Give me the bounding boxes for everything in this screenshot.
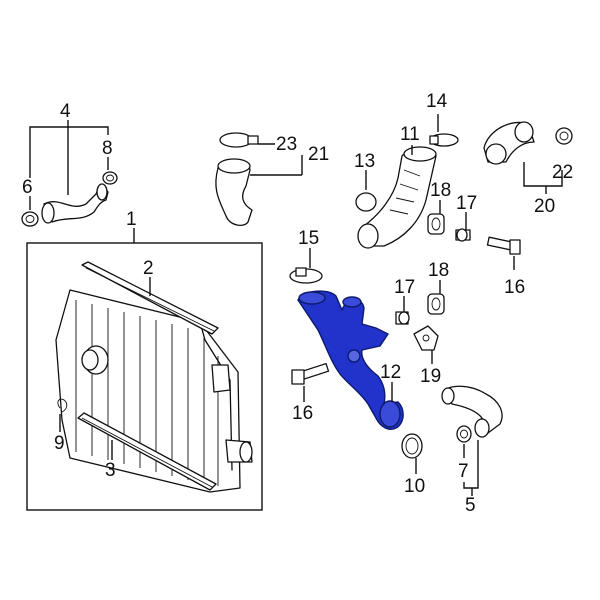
clamp-14 [429, 133, 459, 147]
intercooler-group-frame [26, 242, 263, 511]
callout-9: 9 [54, 433, 65, 454]
callout-12: 12 [380, 362, 401, 383]
callout-18a: 18 [430, 180, 451, 201]
callout-17b: 17 [394, 277, 415, 298]
callout-21: 21 [308, 144, 329, 165]
callout-4: 4 [60, 101, 71, 122]
callout-3: 3 [105, 460, 116, 481]
o-ring-small [102, 171, 118, 185]
o-ring-13 [355, 192, 377, 212]
callout-20: 20 [534, 196, 555, 217]
callout-15: 15 [298, 228, 319, 249]
bolt-16-right [486, 236, 521, 255]
callout-19: 19 [420, 366, 441, 387]
callout-17a: 17 [456, 193, 477, 214]
callout-16b: 16 [504, 277, 525, 298]
callout-10: 10 [404, 476, 425, 497]
callout-18b: 18 [428, 260, 449, 281]
callout-2: 2 [143, 258, 154, 279]
bracket-19 [413, 325, 439, 351]
callout-16a: 16 [292, 403, 313, 424]
callout-6: 6 [22, 177, 33, 198]
charge-air-hose-upper [215, 158, 253, 227]
callout-7: 7 [458, 461, 469, 482]
o-ring-22 [555, 127, 573, 145]
bushing-18-upper [427, 213, 445, 235]
callout-8: 8 [102, 138, 113, 159]
bushing-18-lower [427, 293, 445, 315]
clamp-15 [289, 267, 323, 284]
clamp-10 [401, 433, 423, 459]
intake-duct-11 [357, 146, 437, 249]
callout-13: 13 [354, 151, 375, 172]
callout-14: 14 [426, 91, 448, 112]
hose-clamp-upper [219, 132, 259, 148]
charge-hose-5 [441, 385, 503, 438]
callout-23: 23 [276, 134, 297, 155]
charge-air-pipe-12 [297, 290, 404, 430]
bolt-17-upper [455, 228, 471, 242]
o-ring-7 [456, 425, 472, 443]
o-ring-left [21, 211, 39, 227]
lower-intake-hose [41, 183, 109, 224]
bolt-17-lower [395, 311, 410, 325]
clip [57, 398, 68, 413]
callout-1: 1 [126, 209, 137, 230]
callout-5: 5 [465, 495, 476, 516]
intercooler [55, 289, 253, 493]
callout-11: 11 [400, 124, 420, 145]
elbow-hose-20 [483, 121, 535, 165]
callout-22: 22 [552, 162, 573, 183]
bolt-16-center [291, 362, 330, 385]
